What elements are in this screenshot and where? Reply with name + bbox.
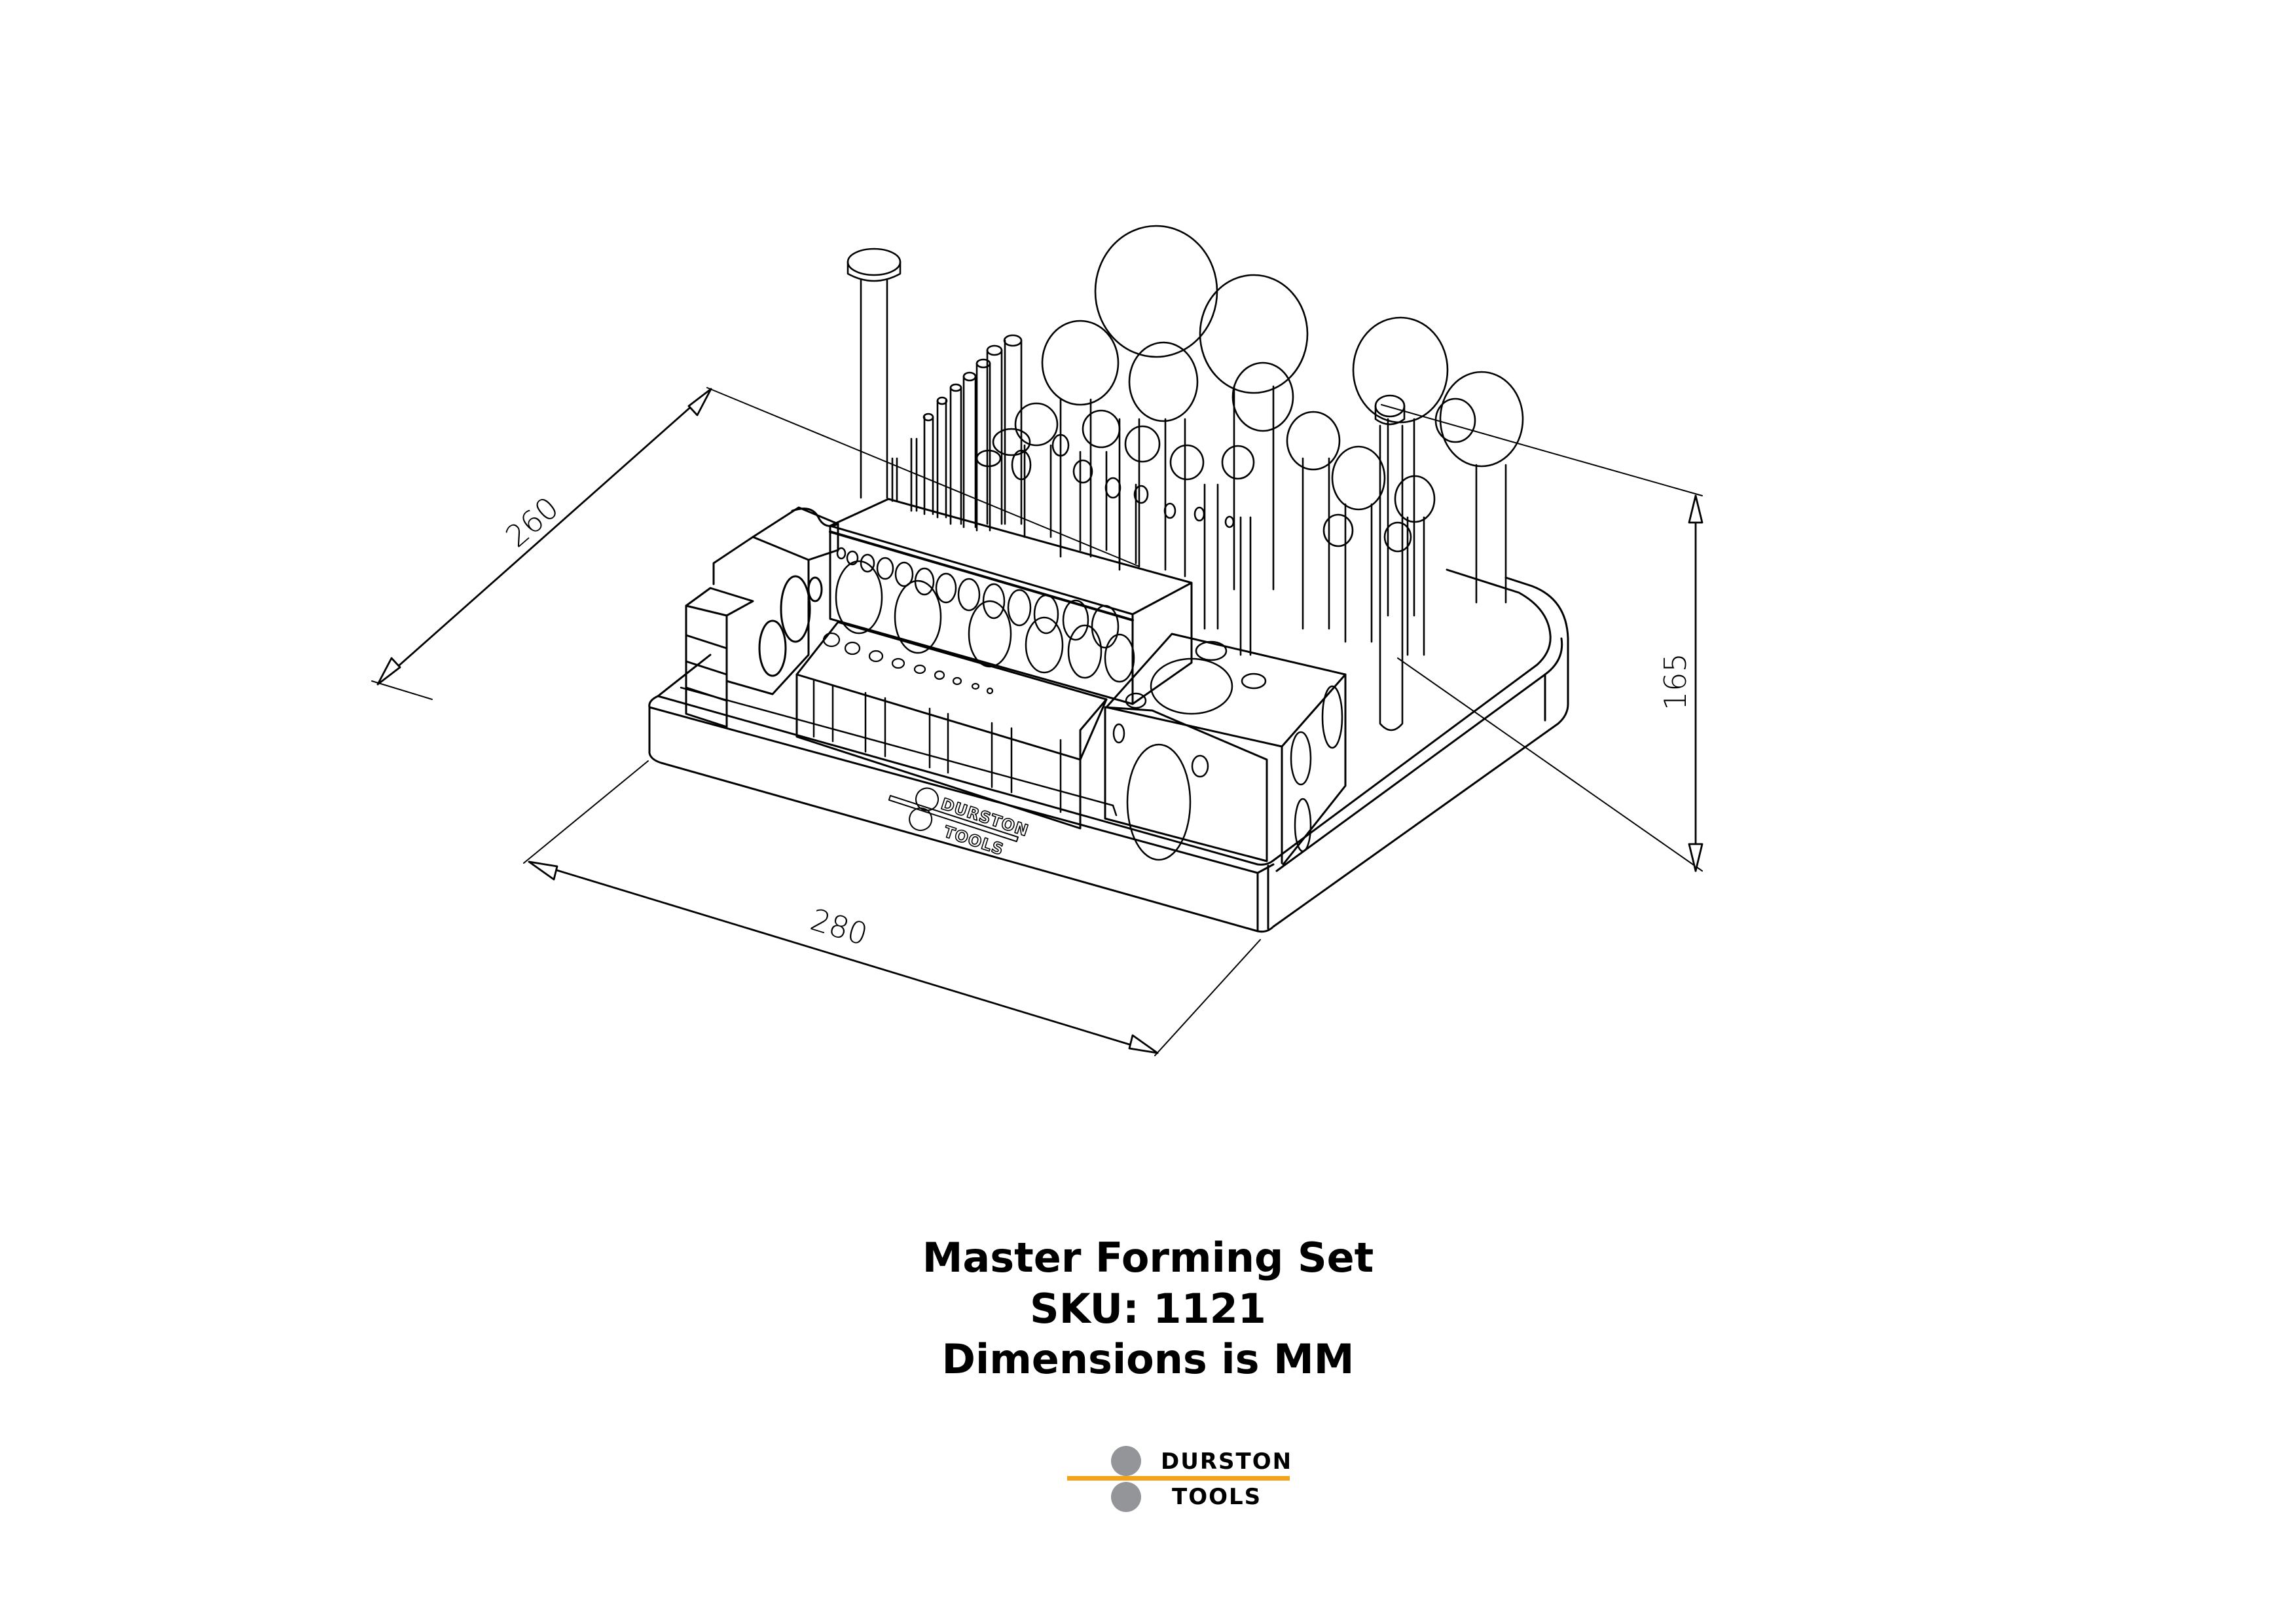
dimension-depth-label: 260 [499,490,566,554]
dimension-lines [371,387,1704,1056]
swage-block [685,506,839,728]
logo-line2: TOOLS [1172,1484,1262,1510]
caption-sku: SKU: 1121 [1030,1285,1266,1333]
logo-bar [1067,1476,1290,1481]
caption-units: Dimensions is MM [941,1335,1355,1383]
base-tray [648,568,1569,933]
logo-line1: DURSTON [1161,1449,1292,1475]
caption-title: Master Forming Set [922,1234,1374,1282]
punch-set [847,225,1524,731]
cube-block [1104,633,1347,866]
fluted-die-block [795,621,1108,830]
brand-logo: DURSTON TOOLS [1067,1446,1292,1512]
dimension-height-label: 165 [1658,653,1693,710]
logo-circle-bottom [1111,1482,1141,1512]
logo-circle-top [1111,1446,1141,1476]
dapping-block [829,498,1193,705]
dimension-width-label: 280 [807,902,872,952]
